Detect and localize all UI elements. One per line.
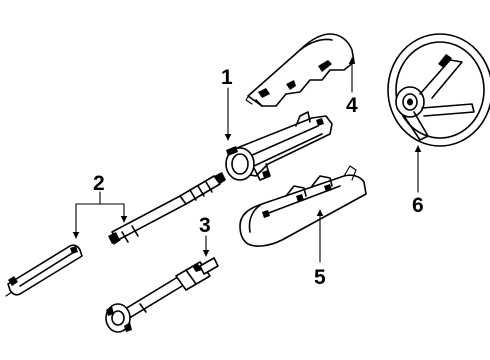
steering-shaft-part <box>108 172 226 245</box>
callout-1: 1 <box>221 66 233 89</box>
steering-wheel-part <box>387 33 490 147</box>
lower-shaft-part <box>5 244 83 297</box>
lower-column-cover-part <box>239 165 367 247</box>
lower-shaft-coupling-part <box>105 257 219 333</box>
upper-column-cover-part <box>245 33 355 107</box>
callout-leaders <box>72 57 422 263</box>
callout-3: 3 <box>199 214 211 237</box>
callout-2: 2 <box>93 172 105 195</box>
callout-4: 4 <box>346 94 358 117</box>
callout-6: 6 <box>412 194 424 217</box>
column-housing-part <box>225 111 333 181</box>
callout-5: 5 <box>314 266 326 289</box>
